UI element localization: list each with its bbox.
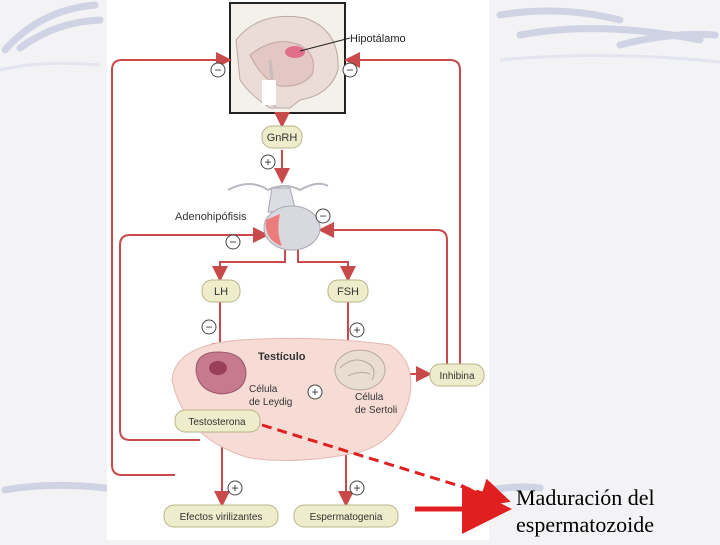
spermatogenesis-box xyxy=(293,504,399,528)
testosterone-label: Testosterona xyxy=(188,417,246,428)
pituitary-to-lh-arrow xyxy=(212,250,286,282)
sign-circle xyxy=(227,480,243,496)
plus-sign: + xyxy=(353,323,360,337)
minus-sign: − xyxy=(205,320,212,334)
fsh-label: FSH xyxy=(337,286,359,298)
plus-sign: + xyxy=(231,481,238,495)
lh-box xyxy=(201,279,241,303)
testosterone-feedback-hypothalamus xyxy=(111,52,232,476)
gnrh-label: GnRH xyxy=(267,132,298,144)
inhibin-box xyxy=(429,363,485,387)
sign-circle xyxy=(349,322,365,338)
fsh-box xyxy=(327,279,369,303)
plus-sign: + xyxy=(264,155,271,169)
hypothalamus-image xyxy=(229,2,346,114)
testosterone-box xyxy=(174,409,261,433)
minus-sign: − xyxy=(346,63,353,77)
minus-sign: − xyxy=(229,235,236,249)
leydig-label-line2: de Leydig xyxy=(249,397,292,408)
sign-circle xyxy=(201,319,217,335)
sertoli-cell-image xyxy=(334,349,386,391)
leydig-nucleus xyxy=(209,361,227,375)
hypothalamus-label: Hipotálamo xyxy=(350,33,406,45)
sign-circle xyxy=(260,154,276,170)
hypothalamus-pointer xyxy=(299,37,351,52)
testicle-label: Testículo xyxy=(258,351,306,363)
figure-panel: Hipotálamo GnRH Adenohipófisis LH FSH Te… xyxy=(107,0,489,540)
caption-line2: espermatozoide xyxy=(516,512,655,537)
sign-circle xyxy=(307,384,323,400)
caption-line1: Maduración del xyxy=(516,485,655,510)
pituitary-to-fsh-arrow xyxy=(297,250,356,282)
endocrine-diagram: Hipotálamo GnRH Adenohipófisis LH FSH Te… xyxy=(111,2,485,528)
maturation-caption: Maduración del espermatozoide xyxy=(516,484,720,538)
minus-sign: − xyxy=(319,209,326,223)
pituitary-gland-image xyxy=(227,182,329,251)
minus-sign: − xyxy=(214,63,221,77)
sertoli-label-line2: de Sertoli xyxy=(355,405,397,416)
inhibin-feedback-pituitary xyxy=(318,222,448,374)
sign-circle xyxy=(315,208,331,224)
adenohypophysis-label: Adenohipófisis xyxy=(175,211,247,223)
sign-circle xyxy=(342,62,358,78)
plus-sign: + xyxy=(311,385,318,399)
inhibin-feedback-hypothalamus xyxy=(344,52,461,374)
plus-sign: + xyxy=(353,481,360,495)
virilizing-effects-box xyxy=(163,504,279,528)
lh-label: LH xyxy=(214,286,228,298)
inhibin-label: Inhibina xyxy=(439,371,474,382)
testosterone-feedback-pituitary xyxy=(119,227,269,441)
gnrh-box xyxy=(261,125,303,149)
spermatogenesis-label: Espermatogenia xyxy=(310,512,383,523)
leydig-label-line1: Célula xyxy=(249,384,278,395)
sertoli-label-line1: Célula xyxy=(355,392,384,403)
sign-circle xyxy=(225,234,241,250)
sign-circle xyxy=(210,62,226,78)
virilizing-effects-label: Efectos virilizantes xyxy=(180,512,263,523)
